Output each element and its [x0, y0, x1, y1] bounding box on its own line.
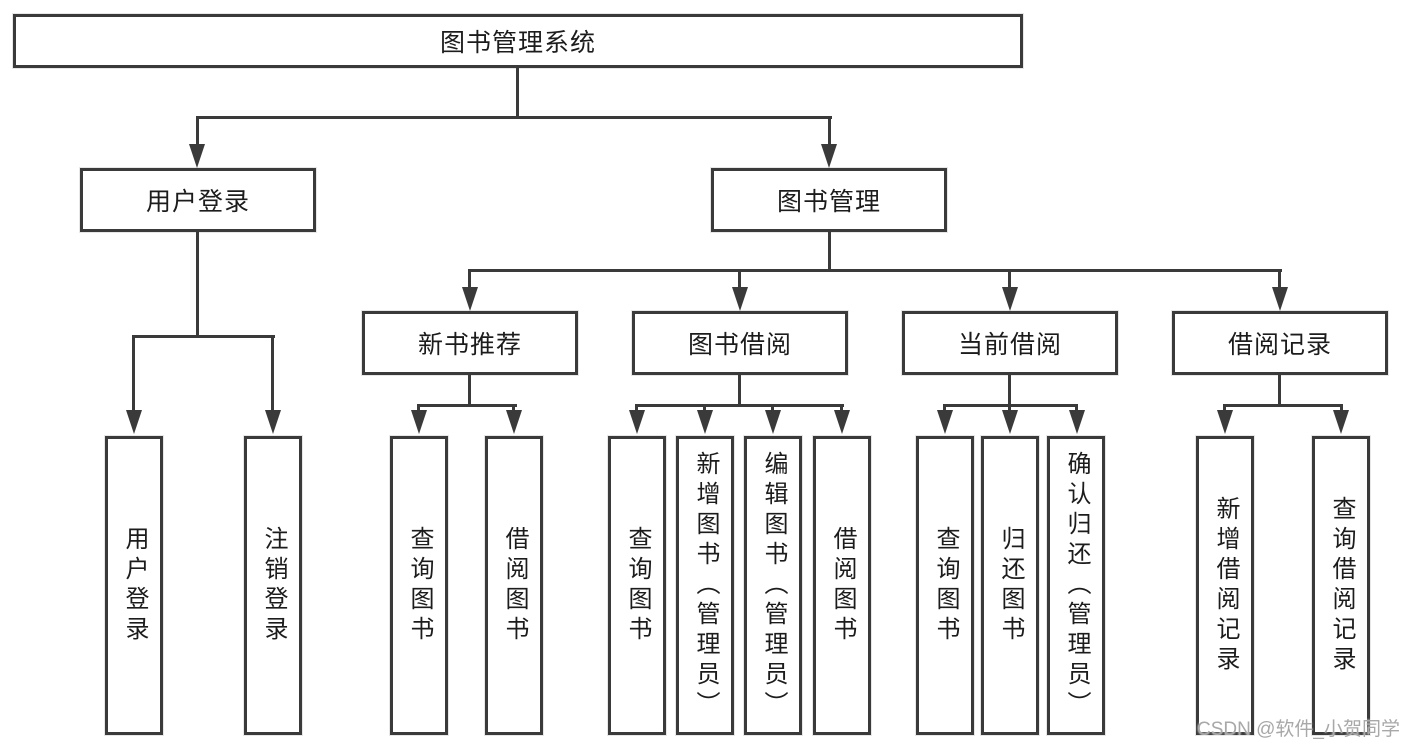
arrowhead-br-query [1333, 410, 1349, 434]
connector-drop-br-query [1340, 404, 1343, 414]
leaf-label: 查询图书 [624, 525, 651, 646]
node-label: 图书管理系统 [439, 29, 596, 57]
leaf-label: 借阅图书 [829, 525, 856, 646]
connector-drop-nb-query [417, 404, 420, 414]
leaf-label: 编辑图书（管理员） [760, 450, 787, 721]
leaf-label: 新增图书（管理员） [692, 450, 719, 721]
arrowhead-bb-edit [765, 410, 781, 434]
arrowhead-new-book [462, 287, 478, 311]
connector-drop-leaf-logout [271, 335, 274, 412]
connector-root-horizontal [196, 116, 832, 119]
arrowhead-leaf-user-login [126, 410, 142, 434]
arrowhead-cb-confirm [1069, 410, 1085, 434]
node-new-book-recommend: 新书推荐 [362, 311, 578, 375]
arrowhead-bb-query [629, 410, 645, 434]
arrowhead-nb-query [411, 410, 427, 434]
connector-drop-leaf-user-login [132, 335, 135, 412]
connector-drop-nb-borrow [512, 404, 515, 414]
arrowhead-nb-borrow [506, 410, 522, 434]
arrowhead-book-borrow [732, 287, 748, 311]
leaf-label: 注销登录 [260, 525, 287, 646]
connector-drop-bb-lend [840, 404, 843, 414]
arrowhead-borrow-record [1272, 287, 1288, 311]
node-label: 图书借阅 [687, 331, 792, 359]
node-label: 图书管理 [776, 188, 881, 216]
connector-user-login-horizontal [132, 335, 275, 338]
leaf-label: 归还图书 [997, 525, 1024, 646]
node-current-borrowing: 当前借阅 [902, 311, 1118, 375]
arrowhead-leaf-logout [265, 410, 281, 434]
leaf-record-query-borrow-record: 查询借阅记录 [1312, 436, 1370, 735]
leaf-label: 新增借阅记录 [1212, 495, 1239, 676]
connector-root-stub [516, 66, 519, 118]
node-label: 用户登录 [145, 188, 250, 216]
connector-current-borrow-stub [1008, 374, 1011, 407]
connector-book-mgmt-horizontal [469, 269, 1282, 272]
leaf-logout-login: 注销登录 [244, 436, 302, 735]
leaf-newbook-query-books: 查询图书 [390, 436, 448, 735]
node-borrowing-records: 借阅记录 [1172, 311, 1388, 375]
leaf-label: 用户登录 [121, 525, 148, 646]
connector-book-mgmt-stub [828, 231, 831, 272]
leaf-current-query-books: 查询图书 [916, 436, 974, 735]
leaf-label: 借阅图书 [501, 525, 528, 646]
arrowhead-cb-query [937, 410, 953, 434]
leaf-user-login: 用户登录 [105, 436, 163, 735]
connector-user-login-stub [196, 231, 199, 338]
leaf-label: 查询借阅记录 [1328, 495, 1355, 676]
connector-drop-book-mgmt [828, 116, 831, 150]
connector-drop-new-book [468, 269, 471, 289]
arrowhead-bb-add [697, 410, 713, 434]
connector-book-borrow-horizontal [635, 404, 844, 407]
connector-drop-cb-confirm [1075, 404, 1078, 414]
leaf-borrow-add-books-admin: 新增图书（管理员） [676, 436, 734, 735]
connector-drop-br-add [1223, 404, 1226, 414]
node-label: 借阅记录 [1227, 331, 1332, 359]
node-root-library-management-system: 图书管理系统 [13, 14, 1023, 68]
leaf-borrow-query-books: 查询图书 [608, 436, 666, 735]
leaf-label: 确认归还（管理员） [1063, 450, 1090, 721]
leaf-label: 查询图书 [406, 525, 433, 646]
leaf-borrow-lend-books: 借阅图书 [813, 436, 871, 735]
node-label: 当前借阅 [957, 331, 1062, 359]
arrowhead-current-borrow [1002, 287, 1018, 311]
connector-drop-bb-edit [771, 404, 774, 414]
node-book-borrowing: 图书借阅 [632, 311, 848, 375]
connector-drop-bb-add [703, 404, 706, 414]
csdn-watermark: CSDN @软件_小贺同学 [1197, 719, 1400, 740]
connector-drop-current-borrow [1008, 269, 1011, 289]
node-book-management: 图书管理 [711, 168, 947, 232]
leaf-current-return-books: 归还图书 [981, 436, 1039, 735]
node-label: 新书推荐 [417, 331, 522, 359]
connector-drop-bb-query [635, 404, 638, 414]
connector-drop-book-borrow [738, 269, 741, 289]
arrowhead-user-login [189, 144, 205, 168]
leaf-current-confirm-return-admin: 确认归还（管理员） [1047, 436, 1105, 735]
connector-drop-cb-return [1008, 404, 1011, 414]
connector-borrow-record-stub [1278, 374, 1281, 407]
connector-drop-user-login [196, 116, 199, 150]
connector-drop-borrow-record [1278, 269, 1281, 289]
leaf-record-add-borrow-record: 新增借阅记录 [1196, 436, 1254, 735]
connector-new-book-horizontal [417, 404, 517, 407]
connector-drop-cb-query [943, 404, 946, 414]
node-user-login: 用户登录 [80, 168, 316, 232]
leaf-label: 查询图书 [932, 525, 959, 646]
arrowhead-bb-lend [834, 410, 850, 434]
connector-new-book-stub [468, 374, 471, 407]
arrowhead-book-mgmt [821, 144, 837, 168]
connector-borrow-record-horizontal [1223, 404, 1343, 407]
arrowhead-cb-return [1002, 410, 1018, 434]
leaf-borrow-edit-books-admin: 编辑图书（管理员） [744, 436, 802, 735]
leaf-newbook-borrow-books: 借阅图书 [485, 436, 543, 735]
connector-book-borrow-stub [738, 374, 741, 407]
arrowhead-br-add [1217, 410, 1233, 434]
